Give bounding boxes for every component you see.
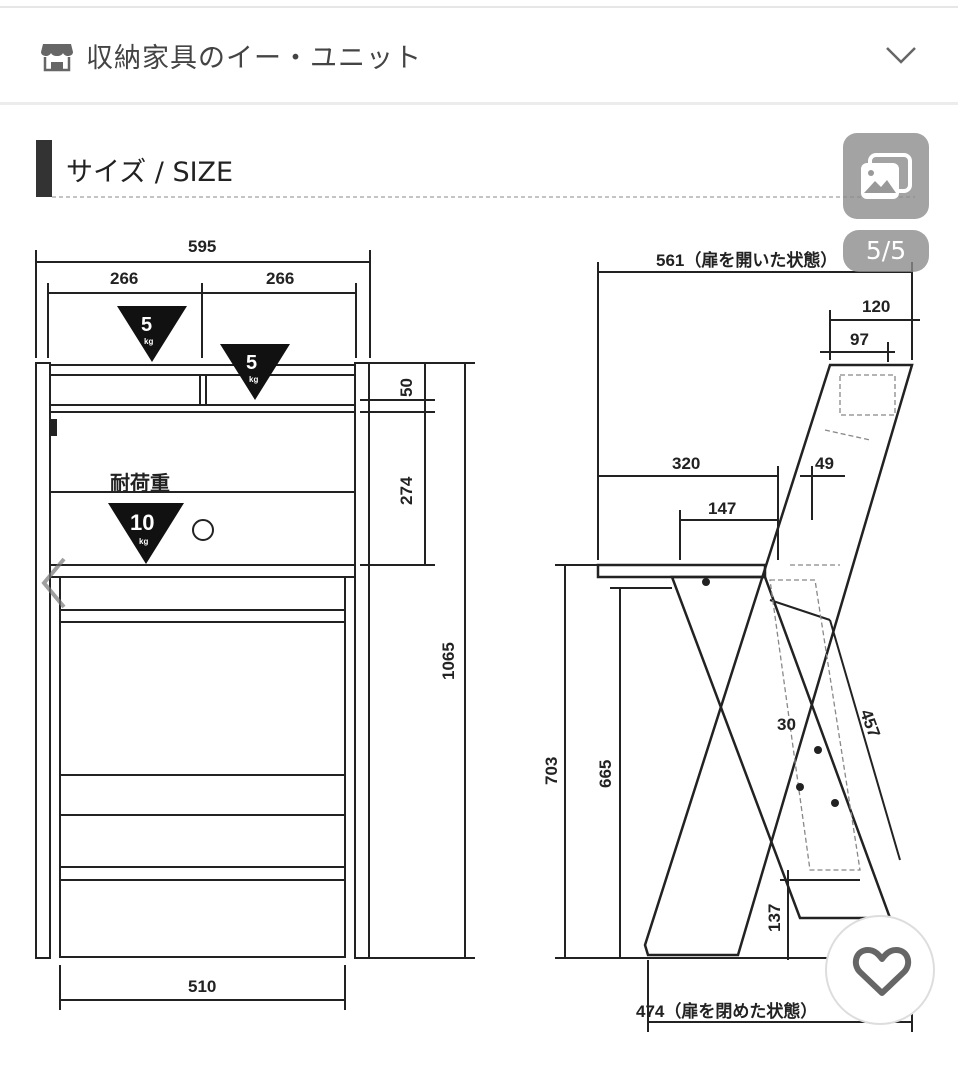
bolt-holes [702, 578, 839, 807]
front-view [35, 250, 475, 1010]
dim-510: 510 [188, 977, 216, 996]
dim-274: 274 [397, 476, 416, 505]
store-icon [41, 44, 73, 72]
dim-266-left: 266 [110, 269, 138, 288]
image-gallery-button[interactable] [843, 133, 929, 219]
dim-1065: 1065 [439, 642, 458, 680]
dim-457: 457 [856, 707, 884, 740]
dim-97: 97 [850, 330, 869, 349]
top-divider [0, 0, 958, 8]
dim-703: 703 [542, 757, 561, 785]
dim-147: 147 [708, 499, 736, 518]
load-center-unit: kg [139, 537, 148, 546]
image-gallery-icon [861, 153, 912, 199]
load-center-value: 10 [130, 510, 154, 535]
load-left-value: 5 [141, 314, 152, 336]
dim-50: 50 [397, 378, 416, 397]
chevron-down-icon[interactable] [884, 40, 918, 70]
favorite-button[interactable] [825, 915, 935, 1025]
section-heading: サイズ / SIZE [66, 157, 233, 188]
dim-49: 49 [815, 454, 834, 473]
image-counter: 5/5 [843, 230, 929, 272]
dim-474-closed: 474（扉を閉めた状態） [636, 1001, 817, 1021]
product-image[interactable]: サイズ / SIZE [0, 105, 958, 1080]
dim-120: 120 [862, 297, 890, 316]
load-right-value: 5 [246, 352, 257, 374]
size-diagram: サイズ / SIZE [35, 140, 920, 1032]
load-right-unit: kg [249, 375, 258, 384]
load-markers [108, 306, 290, 564]
dim-320: 320 [672, 454, 700, 473]
load-left-unit: kg [144, 337, 153, 346]
dim-561-open: 561（扉を開いた状態） [656, 250, 837, 270]
dim-266-right: 266 [266, 269, 294, 288]
heart-icon [852, 947, 912, 996]
shop-header[interactable]: 収納家具のイー・ユニット [0, 8, 958, 105]
load-label: 耐荷重 [110, 471, 170, 495]
heading-bar [36, 140, 52, 197]
dim-30: 30 [777, 715, 796, 734]
hidden-lines [769, 374, 896, 871]
shop-name[interactable]: 収納家具のイー・ユニット [86, 43, 422, 74]
dim-665: 665 [596, 760, 615, 788]
previous-image-arrow[interactable] [36, 555, 70, 611]
dim-137: 137 [765, 904, 784, 932]
dim-595: 595 [188, 237, 216, 256]
